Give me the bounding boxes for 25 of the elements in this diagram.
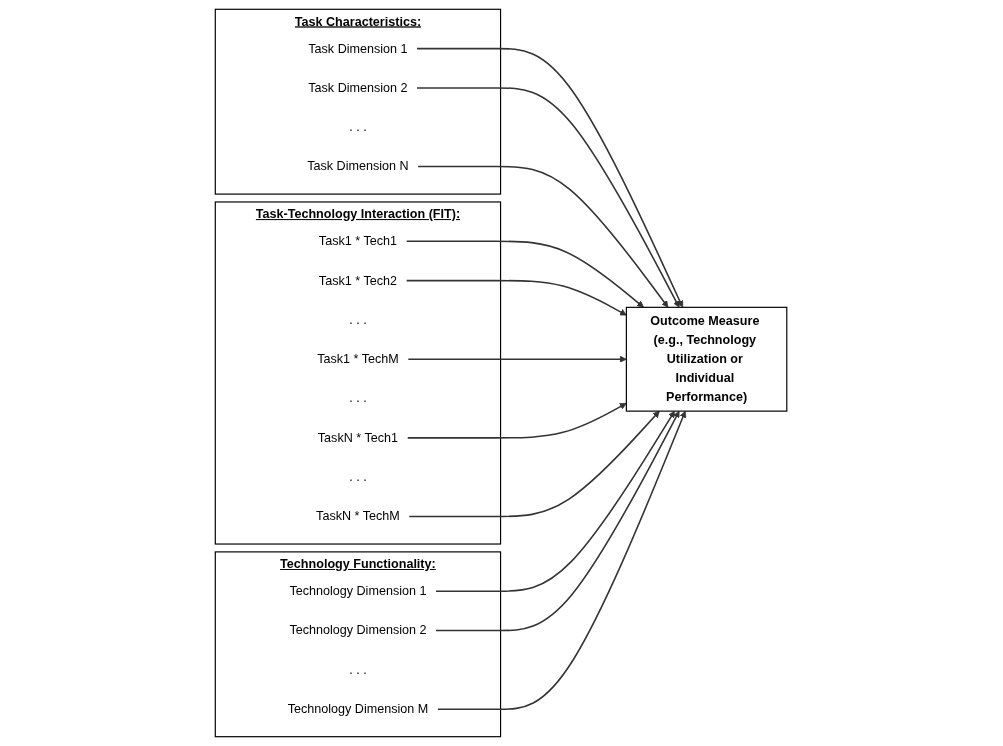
arrow — [406, 240, 645, 308]
node-text: Technology Dimension M — [288, 702, 429, 716]
node-text: . . . — [349, 120, 368, 134]
node-text: Task1 * Tech1 — [319, 234, 398, 248]
node-text: . . . — [349, 312, 368, 327]
arrow — [437, 410, 687, 710]
arrow — [416, 87, 680, 308]
node-text: . . . — [349, 391, 368, 405]
node-text: Task1 * TechM — [317, 352, 400, 366]
node-text: TaskN * TechM — [316, 509, 401, 523]
node-text: Task1 * Tech2 — [319, 273, 398, 287]
node-text: Technology Dimension 2 — [289, 623, 427, 637]
node-text: Technology Dimension 1 — [289, 584, 427, 598]
node-text: Task Dimension N — [307, 159, 410, 173]
node-text: Task Dimension 1 — [308, 41, 409, 55]
arrow — [435, 410, 676, 592]
node-text: TaskN * Tech1 — [318, 430, 399, 445]
node-text: . . . — [349, 470, 368, 484]
node-box: Outcome Measure (e.g., Technology Utilization or Individual Performance) — [626, 306, 788, 412]
arrow — [435, 410, 680, 632]
node-text: . . . — [349, 662, 368, 677]
arrow — [416, 47, 684, 308]
node-text: Task Dimension 2 — [308, 80, 409, 95]
arrow — [417, 165, 669, 308]
arrow — [408, 410, 661, 518]
